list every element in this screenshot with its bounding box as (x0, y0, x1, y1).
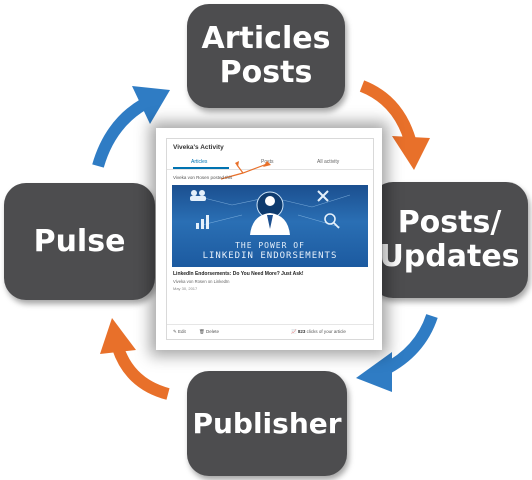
activity-screenshot: Viveka's Activity Articles Posts All act… (156, 128, 382, 350)
article-title[interactable]: LinkedIn Endorsements: Do You Need More?… (173, 271, 304, 277)
article-date: May 30, 2017 (173, 286, 198, 291)
activity-title: Viveka's Activity (173, 144, 224, 151)
trash-icon: 🗑 (199, 329, 205, 334)
node-label-line: Updates (379, 239, 520, 274)
active-tab-indicator (173, 167, 229, 169)
people-icon (190, 190, 206, 201)
arrow-left-to-top (92, 86, 170, 168)
arrow-top-to-right (359, 80, 430, 170)
tools-icon (317, 190, 329, 202)
banner-title-line: LINKEDIN ENDORSEMENTS (202, 251, 338, 261)
edit-label: Edit (178, 329, 186, 334)
node-label-line: Pulse (33, 223, 126, 259)
node-label-line: Articles (201, 21, 331, 57)
node-pulse: Pulse (4, 183, 155, 300)
article-author: Viveka von Rosen on LinkedIn (173, 279, 230, 284)
activity-card: Viveka's Activity Articles Posts All act… (166, 138, 374, 340)
node-posts-updates: Posts/ Updates (371, 182, 528, 298)
tab-all-activity[interactable]: All activity (317, 159, 340, 165)
person-icon (250, 191, 290, 235)
node-publisher: Publisher (187, 371, 347, 476)
article-banner-image[interactable]: THE POWER OF LINKEDIN ENDORSEMENTS (172, 185, 368, 267)
views-stat[interactable]: 📈 823 clicks of your article (291, 329, 346, 335)
bar-chart-icon (196, 215, 209, 229)
tab-articles[interactable]: Articles (191, 159, 208, 165)
node-label-line: Publisher (192, 406, 342, 440)
views-suffix: clicks of your article (306, 329, 346, 334)
node-articles-posts: Articles Posts (187, 4, 345, 108)
node-label-line: Posts/ (397, 205, 502, 241)
pencil-icon: ✎ (173, 329, 177, 334)
article-footer: ✎ Edit 🗑 Delete 📈 823 clicks of your art… (167, 324, 373, 339)
views-count: 823 (297, 329, 306, 334)
edit-button[interactable]: ✎ Edit (173, 329, 186, 335)
arrow-right-to-bottom (356, 313, 438, 392)
tab-pointer-arrows (220, 161, 271, 180)
delete-label: Delete (205, 329, 219, 334)
magnifier-icon (324, 213, 340, 229)
banner-title-line: THE POWER OF (235, 241, 305, 250)
delete-button[interactable]: 🗑 Delete (199, 329, 219, 335)
node-label-line: Posts (219, 55, 313, 90)
banner-illustration (190, 190, 351, 235)
poster-line: Viveka von Rosen posted this (173, 175, 233, 180)
arrow-bottom-to-left (100, 318, 170, 400)
chart-icon: 📈 (291, 329, 297, 334)
